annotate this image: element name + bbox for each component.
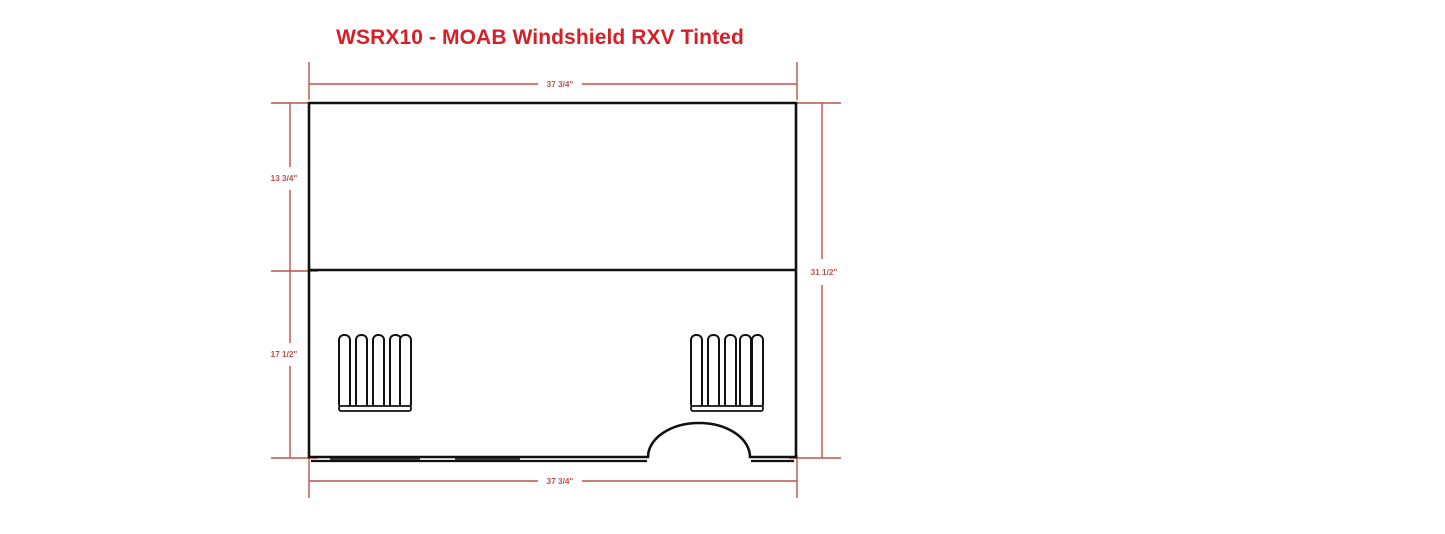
windshield-outline-group: [307, 101, 798, 459]
dimension-right-total-height: 31 1/2": [811, 268, 838, 277]
dimension-lower-left-height: 17 1/2": [271, 350, 298, 359]
dimension-bottom-width: 37 3/4": [547, 477, 574, 486]
dimension-lines-group: [271, 62, 841, 498]
right-vent-slot-2: [707, 334, 720, 410]
left-vent-slot-2: [355, 334, 368, 410]
right-vent-bar: [690, 405, 764, 412]
right-vent-slot-4: [739, 334, 752, 410]
right-vent-slot-3: [724, 334, 737, 410]
left-vent-slot-3: [372, 334, 385, 410]
right-vent-slots: [690, 334, 764, 412]
bottom-edge-thickness-group: [311, 458, 794, 463]
left-vent-bar: [338, 405, 412, 412]
windshield-outline: [307, 101, 798, 459]
right-vent-slot-5: [751, 334, 764, 410]
dimension-top-width: 37 3/4": [547, 80, 574, 89]
dimension-upper-left-height: 13 3/4": [271, 174, 298, 183]
page-title: WSRX10 - MOAB Windshield RXV Tinted: [336, 26, 744, 49]
right-vent-slot-1: [690, 334, 703, 410]
left-vent-slot-1: [338, 334, 351, 410]
left-vent-slots: [338, 334, 412, 412]
left-vent-slot-5: [399, 334, 412, 410]
